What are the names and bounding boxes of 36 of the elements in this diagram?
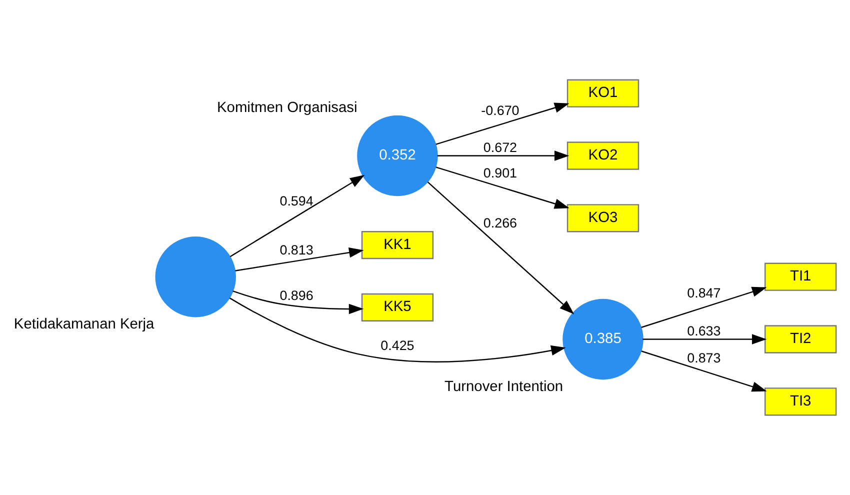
- node-box: TI2: [764, 325, 837, 354]
- edge-label: 0.901: [483, 166, 518, 181]
- node-box: KO3: [566, 204, 640, 232]
- node-box: KK1: [361, 230, 434, 260]
- node-circle: 0.385: [562, 298, 644, 380]
- edge-label: 0.266: [483, 216, 518, 231]
- edge-label: 0.425: [380, 338, 414, 354]
- edge-label: 0.633: [687, 323, 721, 338]
- edge-label: 0.813: [280, 242, 314, 258]
- arrow: [641, 286, 767, 328]
- node-box: KO2: [566, 142, 640, 170]
- node-label: Turnover Intention: [444, 378, 564, 395]
- node-box: KO1: [566, 79, 640, 108]
- node-circle: [155, 236, 236, 318]
- node-circle: 0.352: [357, 115, 438, 196]
- arrow: [437, 150, 570, 161]
- edge-label: 0.847: [687, 285, 721, 300]
- edge-label: 0.594: [280, 194, 314, 209]
- arrow: [427, 182, 574, 314]
- arrow: [230, 174, 365, 258]
- node-box: TI3: [764, 388, 837, 416]
- arrow: [232, 290, 364, 314]
- edge-label: 0.873: [687, 350, 721, 366]
- arrow: [641, 350, 767, 392]
- arrow: [642, 334, 767, 344]
- arrow: [229, 298, 566, 362]
- node-box: TI1: [764, 262, 837, 291]
- node-label: Komitmen Organisasi: [217, 100, 358, 116]
- arrow: [436, 102, 570, 145]
- node-label: Ketidakamanan Kerja: [14, 316, 154, 332]
- arrow: [436, 166, 570, 209]
- node-box: KK5: [361, 293, 434, 322]
- arrow: [235, 247, 364, 272]
- edge-label: 0.672: [483, 140, 518, 155]
- edge-label: -0.670: [481, 103, 520, 118]
- edge-label: 0.896: [280, 288, 314, 303]
